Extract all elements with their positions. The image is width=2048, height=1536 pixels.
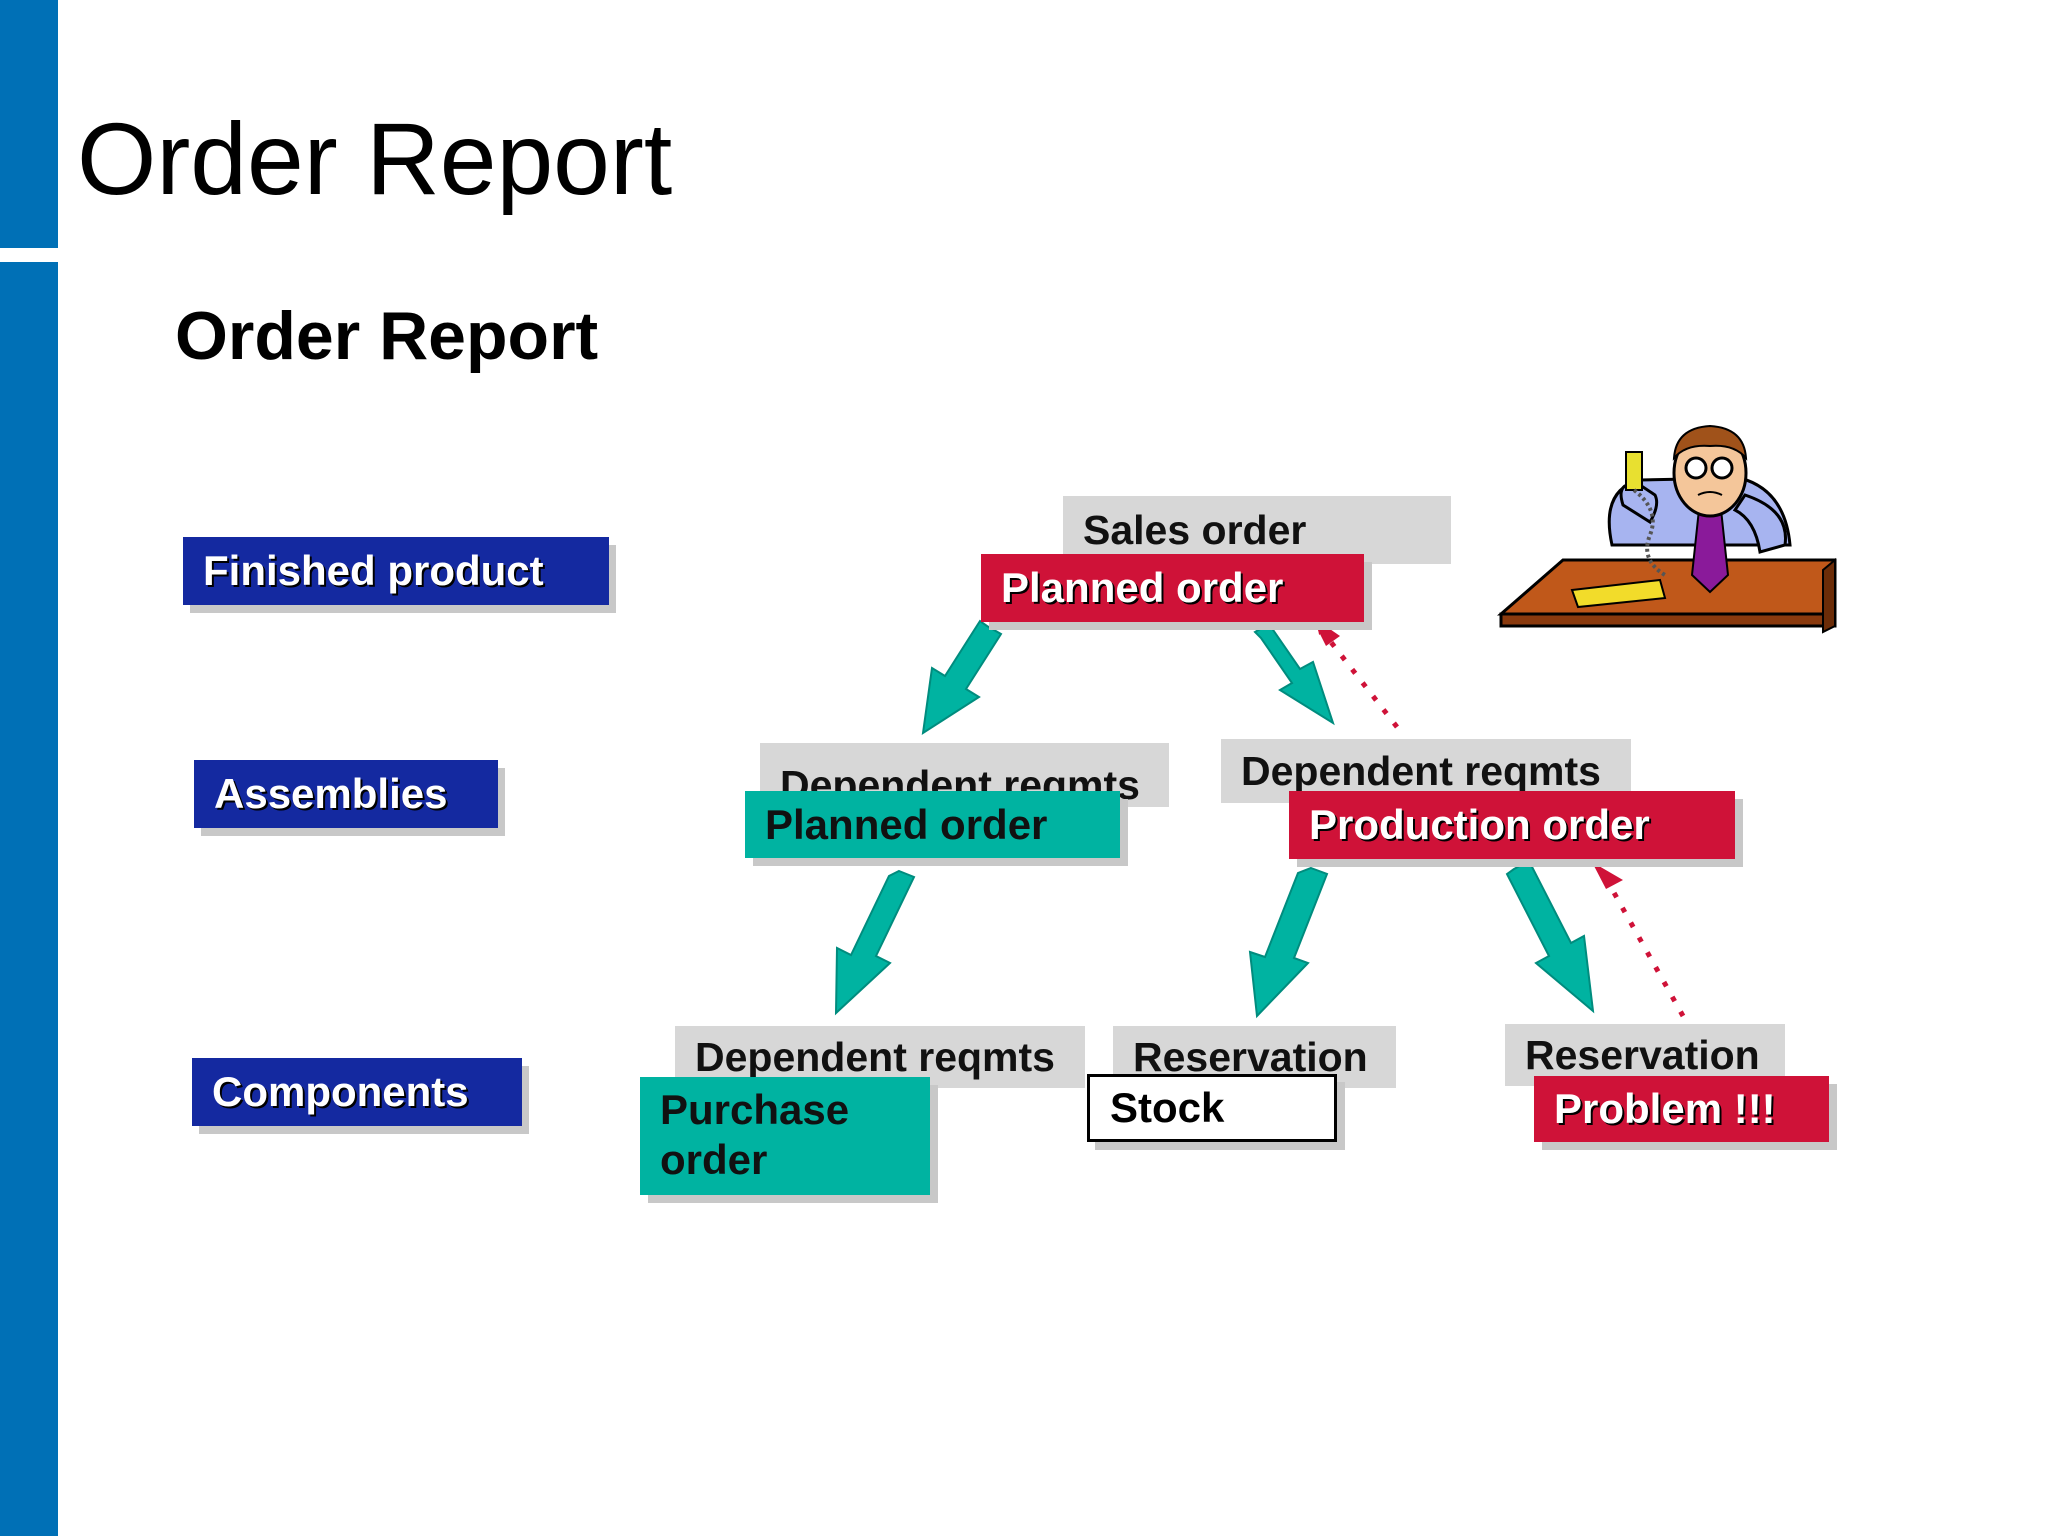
arrow-assembly-left-to-purchase bbox=[834, 869, 916, 1016]
arrow-production-to-problem bbox=[1505, 859, 1595, 1014]
reservation-problem-label: Reservation bbox=[1505, 1024, 1785, 1086]
production-order: Production order bbox=[1289, 791, 1735, 859]
feedback-arrow-bottom bbox=[1605, 880, 1686, 1018]
problem-box: Problem !!! bbox=[1534, 1076, 1829, 1142]
sales-order-label: Sales order bbox=[1063, 496, 1451, 564]
feedback-arrow-top bbox=[1316, 624, 1399, 729]
arrow-planned-to-assembly-right bbox=[1253, 622, 1335, 726]
level-assemblies: Assemblies bbox=[194, 760, 498, 828]
side-accent-bar-bottom bbox=[0, 262, 58, 1536]
planned-order-top: Planned order bbox=[981, 554, 1364, 622]
level-components: Components bbox=[192, 1058, 522, 1126]
arrow-planned-to-assembly-left bbox=[921, 619, 1003, 736]
purchase-order: Purchase order bbox=[640, 1077, 930, 1195]
level-finished-product: Finished product bbox=[183, 537, 609, 605]
stock-box: Stock bbox=[1087, 1074, 1337, 1142]
arrow-production-to-stock bbox=[1248, 866, 1329, 1019]
side-accent-bar-top bbox=[0, 0, 58, 248]
dependent-reqmts-component: Dependent reqmts bbox=[675, 1026, 1085, 1088]
page-title: Order Report bbox=[77, 102, 673, 216]
planned-order-assembly: Planned order bbox=[745, 791, 1120, 858]
slide-title: Order Report bbox=[175, 298, 599, 374]
